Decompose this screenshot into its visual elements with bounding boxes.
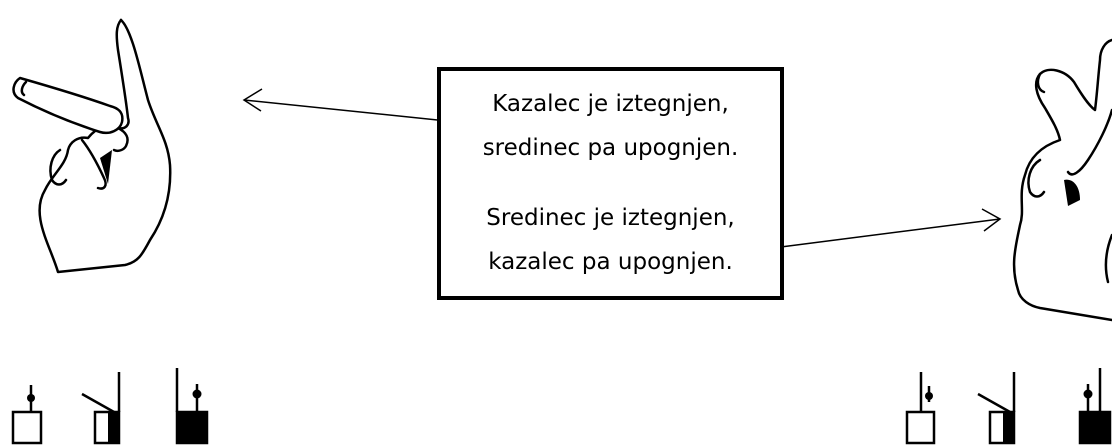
finger-bent-half-square-symbol <box>977 372 1016 445</box>
finger-up-open-square-symbol <box>11 385 43 445</box>
finger-up-filled-square-symbol <box>175 368 209 445</box>
callout-line-4: kazalec pa upognjen. <box>488 249 733 275</box>
hand-index-extended-icon <box>12 18 172 274</box>
hand-middle-extended-icon <box>1012 38 1112 322</box>
finger-bent-half-square-symbol <box>81 372 121 445</box>
finger-up-filled-square-symbol <box>1078 368 1112 445</box>
callout-line-2: sredinec pa upognjen. <box>482 135 739 161</box>
callout-line-1: Kazalec je iztegnjen, <box>492 91 729 117</box>
notation-right <box>905 368 1112 445</box>
arrow-to-right-hand <box>772 208 1002 249</box>
notation-left <box>11 368 209 445</box>
callout-line-3: Sredinec je iztegnjen, <box>486 205 735 231</box>
finger-up-open-square-symbol <box>905 372 936 445</box>
callout-box: Kazalec je iztegnjen, sredinec pa upognj… <box>437 67 784 300</box>
